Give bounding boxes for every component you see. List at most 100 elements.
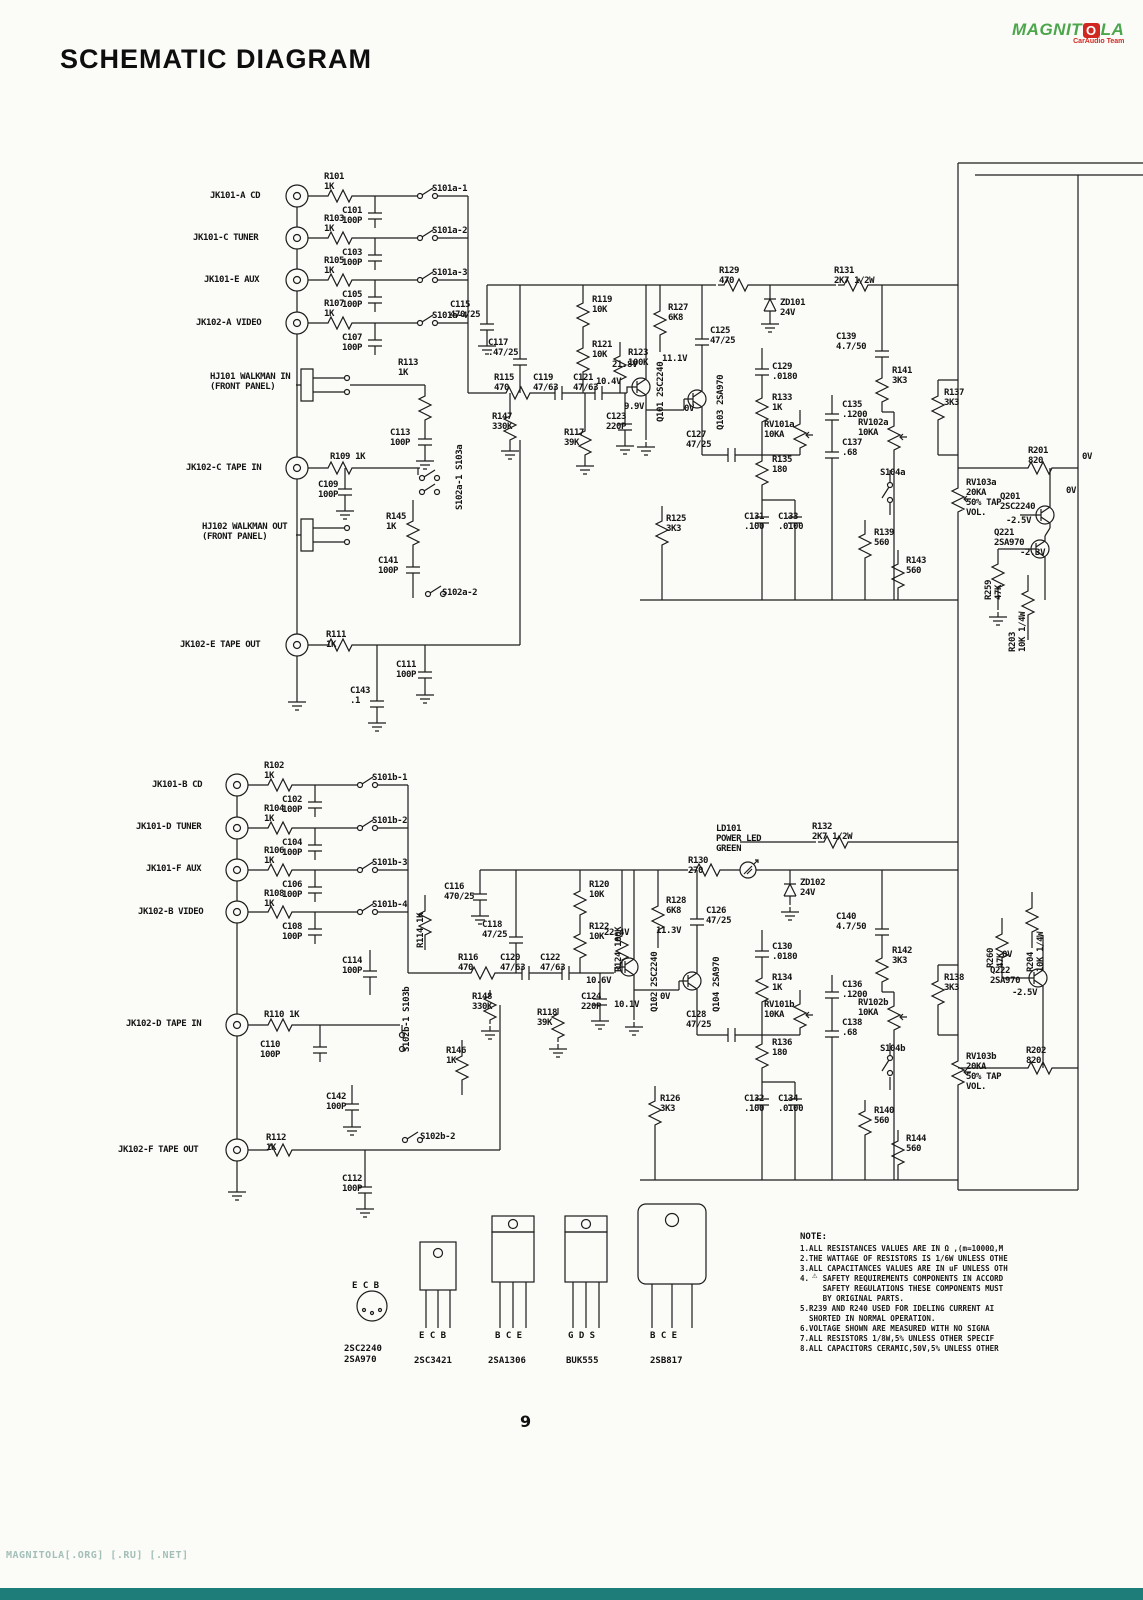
schematic-label: R122 10K: [589, 922, 610, 943]
schematic-label: R202 820: [1026, 1046, 1047, 1067]
schematic-label: R133 1K: [772, 393, 793, 414]
schematic-label: C104 100P: [282, 838, 303, 859]
schematic-label: R142 3K3: [892, 946, 913, 967]
schematic-label: JK102-C TAPE IN: [186, 463, 262, 473]
schematic-label: R105 1K: [324, 256, 345, 277]
schematic-label: JK101-E AUX: [204, 275, 260, 285]
schematic-label: 10.6V: [586, 976, 612, 986]
schematic-label: C140 4.7/50: [836, 912, 867, 933]
schematic-label: 9.9V: [624, 402, 645, 412]
schematic-label: S101a-1: [432, 184, 468, 194]
package-name: 2SC2240 2SA970: [344, 1344, 382, 1365]
schematic-label: C122 47/63: [540, 953, 566, 974]
schematic-label: R143 560: [906, 556, 927, 577]
schematic-label: C119 47/63: [533, 373, 559, 394]
schematic-label: HJ101 WALKMAN IN (FRONT PANEL): [210, 372, 291, 393]
schematic-label: C143 .1: [350, 686, 371, 707]
schematic-label: C132 .100: [744, 1094, 765, 1115]
page-number: 9: [520, 1412, 532, 1431]
schematic-label: HJ102 WALKMAN OUT (FRONT PANEL): [202, 522, 288, 543]
schematic-label: C134 .0100: [778, 1094, 804, 1115]
schematic-label: C115 470/25: [450, 300, 481, 321]
schematic-label: R103 1K: [324, 214, 345, 235]
schematic-label: -2.5V: [1006, 516, 1032, 526]
note-item: 4. SAFETY REQUIREMENTS COMPONENTS IN ACC…: [800, 1274, 1004, 1303]
schematic-label: R113 1K: [398, 358, 419, 379]
schematic-label: C116 470/25: [444, 882, 475, 903]
note-item: 8.ALL CAPACITORS CERAMIC,50V,5% UNLESS O…: [800, 1344, 999, 1353]
page-title: SCHEMATIC DIAGRAM: [60, 44, 372, 74]
note-item: 2.THE WATTAGE OF RESISTORS IS 1/6W UNLES…: [800, 1254, 1008, 1263]
schematic-label: R146 1K: [446, 1046, 467, 1067]
schematic-label: 21.8V: [612, 360, 638, 370]
bottom-bar: [0, 1588, 1143, 1600]
schematic-label: RV101b 10KA: [764, 1000, 795, 1021]
schematic-label: C127 47/25: [686, 430, 712, 451]
logo-subtitle: CarAudio Team: [1073, 38, 1125, 45]
schematic-label: C109 100P: [318, 480, 339, 501]
schematic-label: C130 .0180: [772, 942, 798, 963]
package-name: 2SB817: [650, 1356, 683, 1366]
schematic-label: R121 10K: [592, 340, 613, 361]
schematic-label: R260 47K: [986, 947, 1007, 968]
schematic-label: S101b-3: [372, 858, 408, 868]
note-item: 5.R239 AND R240 USED FOR IDELING CURRENT…: [800, 1304, 995, 1323]
schematic-label: C142 100P: [326, 1092, 347, 1113]
schematic-label: ZD102 24V: [800, 878, 826, 899]
schematic-label: R120 10K: [589, 880, 610, 901]
schematic-label: R201 820: [1028, 446, 1049, 467]
schematic-label: R110 1K: [264, 1010, 300, 1020]
schematic-label: R119 10K: [592, 295, 613, 316]
schematic-label: C139 4.7/50: [836, 332, 867, 353]
schematic-label: C131 .100: [744, 512, 765, 533]
schematic-label: -2.3V: [1020, 548, 1046, 558]
schematic-label: C133 .0100: [778, 512, 804, 533]
schematic-label: S101a-2: [432, 226, 468, 236]
schematic-label: S102a-1 S103a: [455, 444, 465, 510]
package-pins: E C B: [419, 1331, 447, 1341]
schematic-label: R117 39K: [564, 428, 585, 449]
schematic-label: 10.1V: [614, 1000, 640, 1010]
package-pins: B C E: [495, 1331, 523, 1341]
schematic-label: 10.4V: [596, 377, 622, 387]
schematic-label: 0V: [1066, 486, 1077, 496]
schematic-label: S101a-4: [432, 311, 468, 321]
schematic-label: C102 100P: [282, 795, 303, 816]
schematic-label: RV102a 10KA: [858, 418, 889, 439]
transistor-packages-art: [356, 1203, 707, 1328]
schematic-label: S102a-2: [442, 588, 478, 598]
schematic-label: JK101-B CD: [152, 780, 203, 790]
schematic-label: R145 1K: [386, 512, 407, 533]
schematic-label: JK102-E TAPE OUT: [180, 640, 261, 650]
schematic-label: JK102-D TAPE IN: [126, 1019, 202, 1029]
schematic-label: C126 47/25: [706, 906, 732, 927]
schematic-label: Q101 2SC2240: [656, 361, 666, 422]
logo-text-1: MAGNIT: [1012, 20, 1083, 39]
schematic-label: C136 .1200: [842, 980, 868, 1001]
schematic-label: C121 47/63: [573, 373, 599, 394]
note-item: 6.VOLTAGE SHOWN ARE MEASURED WITH NO SIG…: [800, 1324, 990, 1333]
schematic-label: R126 3K3: [660, 1094, 681, 1115]
schematic-label: R141 3K3: [892, 366, 913, 387]
note-item: 3.ALL CAPACITANCES VALUES ARE IN uF UNLE…: [800, 1264, 1008, 1273]
schematic-label: -2.5V: [1012, 988, 1038, 998]
schematic-label: C135 .1200: [842, 400, 868, 421]
schematic-label: R130 270: [688, 856, 709, 877]
schematic-label: RV103a 20KA 50% TAP VOL.: [966, 478, 1002, 519]
schematic-label: C137 .68: [842, 438, 863, 459]
schematic-label: R131 2K7 1/2W: [834, 266, 875, 287]
schematic-label: Q222 2SA970: [990, 966, 1021, 987]
schematic-label: RV102b 10KA: [858, 998, 889, 1019]
schematic-label: C114 100P: [342, 956, 363, 977]
schematic-label: R134 1K: [772, 973, 793, 994]
schematic-label: C106 100P: [282, 880, 303, 901]
schematic-label: C107 100P: [342, 333, 363, 354]
package-name: 2SA1306: [488, 1356, 526, 1366]
schematic-label: RV101a 10KA: [764, 420, 795, 441]
schematic-label: C103 100P: [342, 248, 363, 269]
package-pins: G D S: [568, 1331, 596, 1341]
schematic-label: Q104 2SA970: [712, 956, 722, 1012]
schematic-label: R135 180: [772, 455, 793, 476]
schematic-label: 0V: [684, 404, 695, 414]
schematic-label: C113 100P: [390, 428, 411, 449]
